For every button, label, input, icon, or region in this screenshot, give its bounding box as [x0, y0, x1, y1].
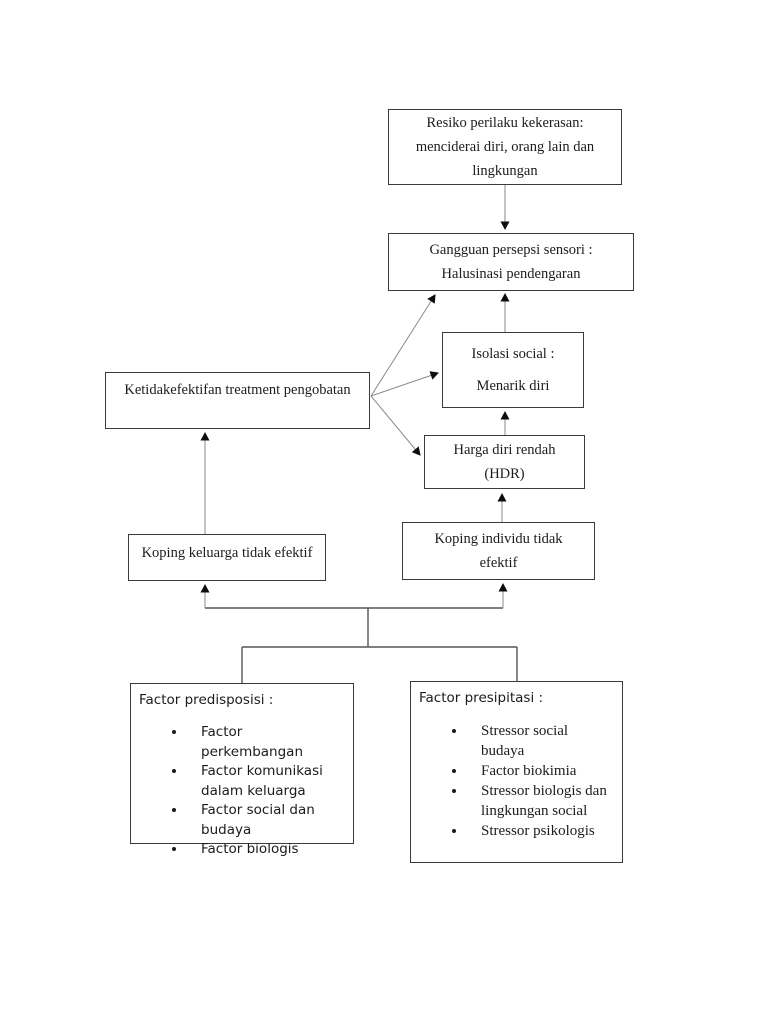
box-text-line: Koping individu tidak: [434, 531, 563, 547]
box-isolasi-social: Isolasi social : Menarik diri: [442, 332, 584, 408]
box-gangguan-persepsi-sensori: Gangguan persepsi sensori : Halusinasi p…: [388, 233, 634, 291]
list-item: Stressor psikologis: [467, 821, 614, 841]
list-item: Factor social dan budaya: [187, 801, 345, 840]
box-factor-presipitasi: Factor presipitasi : Stressor social bud…: [410, 681, 623, 863]
box-factor-predisposisi: Factor predisposisi : Factor perkembanga…: [130, 683, 354, 857]
factor-predisposisi-list: Factor perkembangan Factor komunikasi da…: [139, 723, 345, 860]
list-item: Factor komunikasi dalam keluarga: [187, 762, 345, 801]
factor-presipitasi-list: Stressor social budaya Factor biokimia S…: [419, 721, 614, 841]
box-text-line: Gangguan persepsi sensori :: [429, 242, 593, 258]
box-text-line: Halusinasi pendengaran: [441, 266, 581, 282]
box-text-line: (HDR): [484, 466, 525, 482]
box-text-line: Ketidakefektifan treatment pengobatan: [124, 382, 351, 398]
arrow-ketidakefektifan-to-gangguan: [370, 294, 436, 397]
arrow-ketidakefektifan-to-hdr: [370, 395, 421, 456]
box-ketidakefektifan-treatment: Ketidakefektifan treatment pengobatan: [105, 372, 370, 429]
factor-presipitasi-title: Factor presipitasi :: [419, 690, 544, 706]
box-text-line: Harga diri rendah: [453, 442, 556, 458]
box-text-line: efektif: [479, 555, 518, 571]
list-item: Factor perkembangan: [187, 723, 345, 762]
box-text-line: lingkungan: [472, 163, 538, 179]
list-item: Stressor biologis dan lingkungan social: [467, 781, 614, 821]
box-resiko-perilaku-kekerasan: Resiko perilaku kekerasan: menciderai di…: [388, 109, 622, 185]
list-item: Factor biokimia: [467, 761, 614, 781]
arrow-ketidakefektifan-to-isolasi: [370, 371, 439, 397]
factor-predisposisi-title: Factor predisposisi :: [139, 692, 274, 708]
box-harga-diri-rendah: Harga diri rendah (HDR): [424, 435, 585, 489]
box-text-line: Isolasi social :: [471, 345, 555, 362]
list-item: Stressor social budaya: [467, 721, 614, 761]
box-koping-individu: Koping individu tidak efektif: [402, 522, 595, 580]
box-text-line: menciderai diri, orang lain dan: [415, 139, 595, 155]
box-text-line: Menarik diri: [476, 378, 550, 395]
box-koping-keluarga: Koping keluarga tidak efektif: [128, 534, 326, 581]
list-item: Factor biologis: [187, 840, 345, 860]
box-text-line: Koping keluarga tidak efektif: [141, 545, 313, 561]
box-text-line: Resiko perilaku kekerasan:: [426, 115, 584, 131]
